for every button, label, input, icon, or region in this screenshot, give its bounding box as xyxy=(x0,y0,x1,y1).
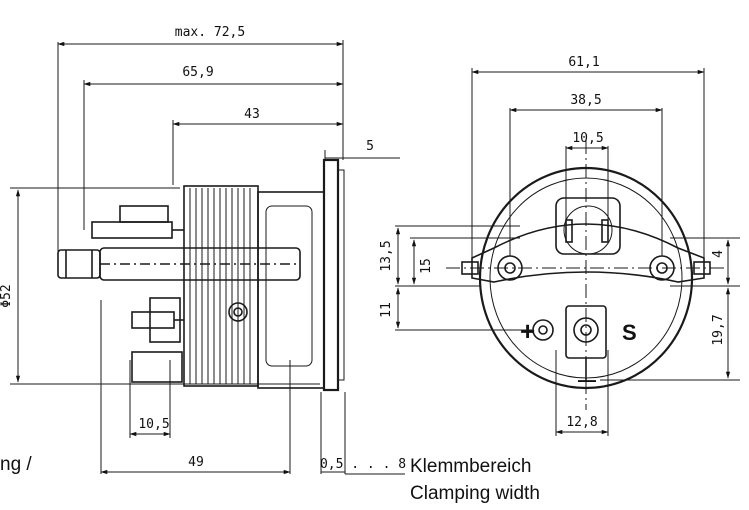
dim-clamp-range: 0,5 . . . 8 xyxy=(320,457,406,472)
rear-terminals xyxy=(57,205,301,383)
minus-symbol: — xyxy=(578,370,596,390)
threaded-body xyxy=(183,185,259,387)
dim-body-length: 49 xyxy=(188,455,204,470)
cut-off-text: ng / xyxy=(0,454,32,475)
side-view: max. 72,5 65,9 43 5 Φ52 10,5 49 0,5 . . … xyxy=(0,25,406,475)
dim-bottom-spacing: 12,8 xyxy=(566,415,597,430)
caption-german: Klemmbereich xyxy=(410,456,531,477)
side-extension-lines xyxy=(10,40,405,475)
dim-overall-width: 61,1 xyxy=(568,55,599,70)
dim-height-13: 13,5 xyxy=(379,240,394,271)
dim-height-11: 11 xyxy=(379,302,394,318)
lower-terminals xyxy=(532,305,607,382)
mounting-flange xyxy=(322,158,340,392)
plus-symbol: + xyxy=(520,316,535,346)
dim-overall-length: max. 72,5 xyxy=(175,25,245,40)
front-view: + — S xyxy=(379,55,740,436)
mounting-bracket xyxy=(461,223,711,283)
dim-height-4: 4 xyxy=(711,250,726,258)
side-dimension-lines xyxy=(15,41,345,475)
s-symbol: S xyxy=(622,320,637,345)
dim-top-spacing: 10,5 xyxy=(572,131,603,146)
dim-terminal-spacing: 10,5 xyxy=(138,417,169,432)
front-extension-lines xyxy=(395,68,740,436)
top-socket xyxy=(555,197,621,255)
caption-english: Clamping width xyxy=(410,483,540,504)
dim-length-65: 65,9 xyxy=(182,65,213,80)
dim-height-19: 19,7 xyxy=(711,314,726,345)
dim-bracket-width: 38,5 xyxy=(570,93,601,108)
dim-flange: 5 xyxy=(366,139,374,154)
front-dimension-lines xyxy=(395,69,731,435)
flange-lip xyxy=(337,169,345,381)
dim-diameter: Φ52 xyxy=(0,284,14,307)
housing-window xyxy=(265,205,313,367)
rear-housing xyxy=(257,191,325,389)
dim-length-43: 43 xyxy=(244,107,260,122)
dim-height-15: 15 xyxy=(419,258,434,274)
